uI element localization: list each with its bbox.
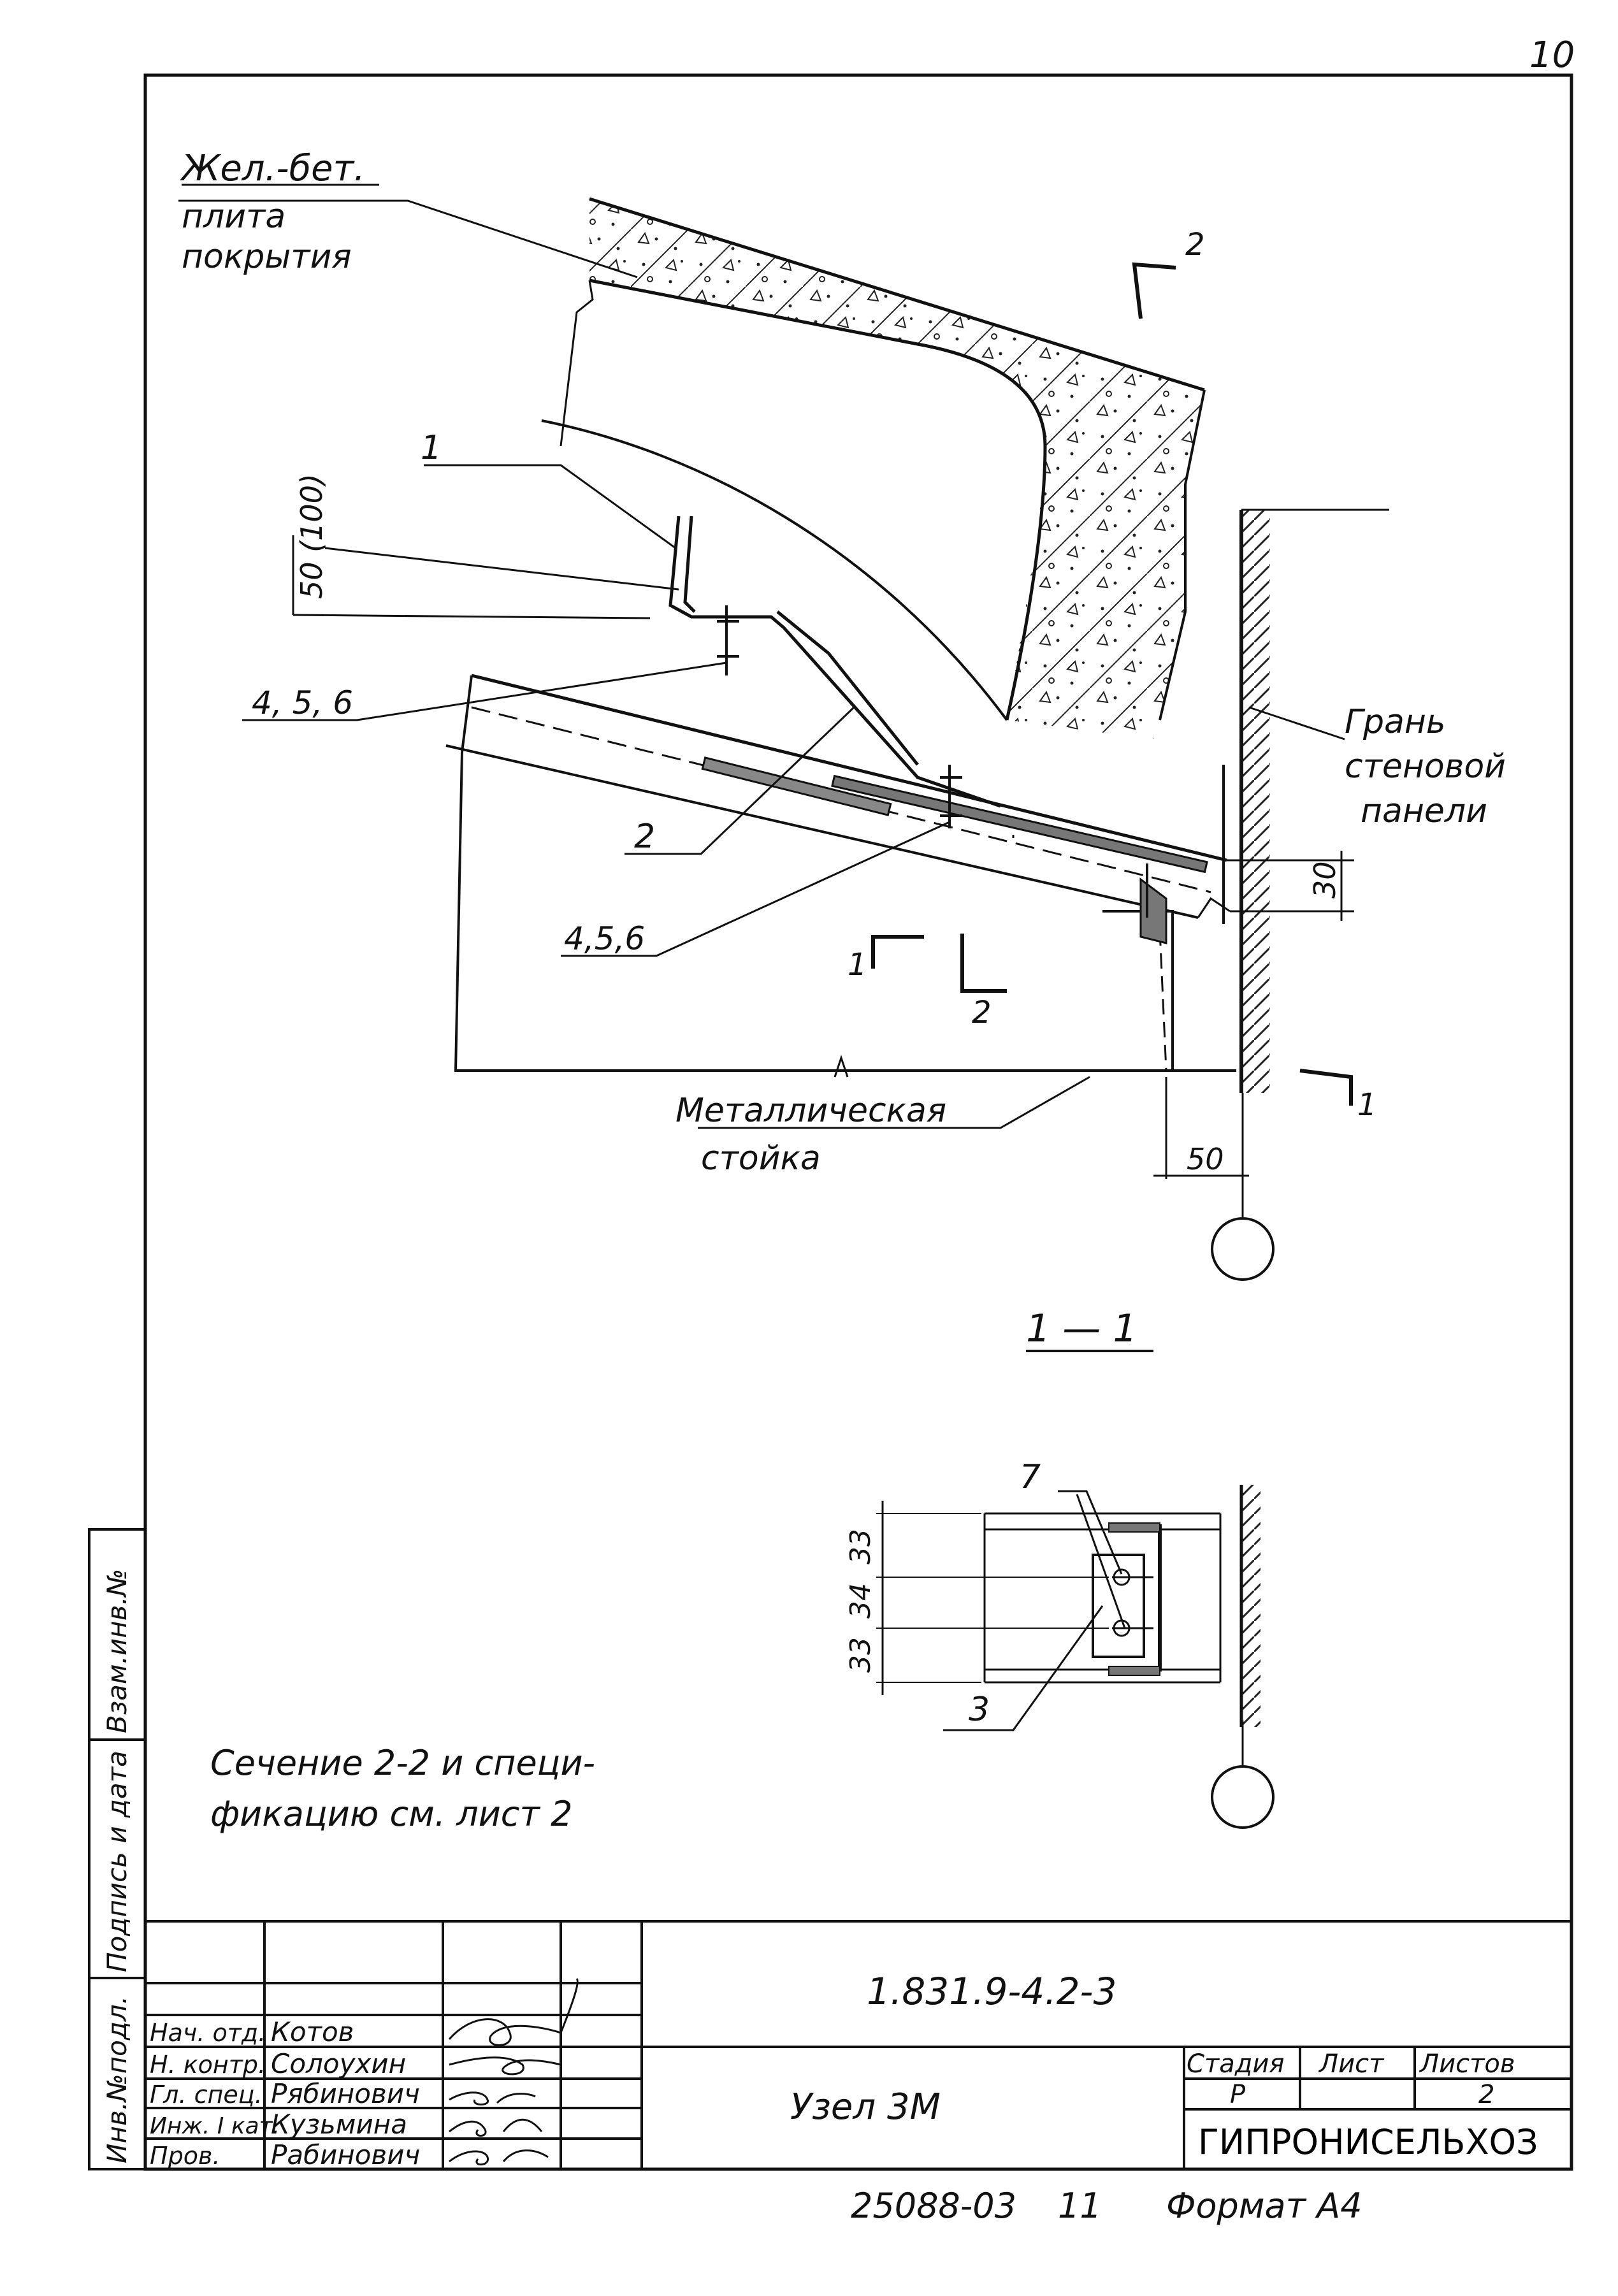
- title-block-text: 1.831.9-4.2-3 Узел 3М Стадия Лист Листов…: [150, 1970, 1538, 2226]
- dimension-34-label: 34: [844, 1583, 877, 1619]
- side-stamp-inventory: Инв.№подл.: [101, 1996, 133, 2163]
- slab-label-line3: покрытия: [182, 238, 352, 276]
- dimension-50-axis: [1153, 1077, 1275, 1829]
- sheets-header: Листов: [1419, 2049, 1515, 2079]
- copy-number: 11: [1058, 2186, 1102, 2226]
- fasteners: [717, 605, 1148, 918]
- section-1-1-drawing: [876, 1350, 1260, 1731]
- role-4: Пров.: [150, 2142, 220, 2170]
- role-3: Инж. I кат.: [150, 2113, 280, 2139]
- dimension-50-label: 50: [1187, 1142, 1224, 1176]
- position-2-label: 2: [634, 818, 655, 856]
- post-label-line1: Металлическая: [675, 1092, 946, 1130]
- sheets-value: 2: [1478, 2080, 1494, 2109]
- wall-label-line3: панели: [1361, 792, 1487, 830]
- cut-2-mid-label: 2: [972, 995, 992, 1030]
- cut-markers: [871, 262, 1353, 1106]
- name-0: Котов: [271, 2016, 354, 2047]
- position-456-label-b: 4,5,6: [564, 920, 645, 957]
- concrete-slab: [541, 197, 1206, 739]
- order-number: 25088-03: [851, 2186, 1016, 2226]
- dimension-30: [1227, 851, 1354, 921]
- wall-label-line2: стеновой: [1345, 747, 1506, 786]
- sheet-header: Лист: [1318, 2049, 1385, 2079]
- dimension-50-100-label: 50 (100): [294, 473, 329, 599]
- position-456-label-a: 4, 5, 6: [252, 684, 353, 721]
- position-1-label: 1: [421, 429, 442, 467]
- role-2: Гл. спец.: [150, 2081, 263, 2109]
- name-4: Рабинович: [271, 2139, 420, 2170]
- stage-header: Стадия: [1187, 2049, 1284, 2079]
- document-code: 1.831.9-4.2-3: [867, 1970, 1116, 2013]
- side-stamp-grid: [88, 1528, 147, 2170]
- cut-1-mid-label: 1: [848, 947, 867, 983]
- slab-label-line2: плита: [182, 198, 285, 236]
- side-stamp-text: Инв.№подл. Подпись и дата Взам.инв.№: [101, 1569, 133, 2163]
- note-line2: фикацию см. лист 2: [210, 1794, 572, 1834]
- cut-2-top-label: 2: [1185, 227, 1205, 263]
- role-0: Нач. отд.: [150, 2019, 266, 2047]
- leader-lines: [178, 184, 1345, 1129]
- side-stamp-replacement: Взам.инв.№: [101, 1569, 133, 1733]
- position-7-label: 7: [1020, 1458, 1041, 1496]
- organization-name: ГИПРОНИСЕЛЬХОЗ: [1198, 2122, 1538, 2162]
- cut-1-right-label: 1: [1357, 1087, 1377, 1123]
- side-stamp-signature-date: Подпись и дата: [101, 1751, 133, 1972]
- dimension-50-100: [292, 535, 679, 619]
- section-title: 1 — 1: [1026, 1306, 1138, 1351]
- wall-panel: [1239, 509, 1389, 1093]
- position-3-label: 3: [969, 1691, 990, 1729]
- signatures: [448, 1977, 579, 2166]
- role-1: Н. контр.: [150, 2051, 266, 2079]
- format-label: Формат А4: [1166, 2186, 1362, 2226]
- slab-label-line1: Жел.-бет.: [180, 148, 365, 189]
- stage-value: Р: [1230, 2080, 1246, 2109]
- drawing-title: Узел 3М: [790, 2086, 941, 2128]
- post-label-line2: стойка: [701, 1139, 821, 1178]
- wall-label-line1: Грань: [1345, 703, 1446, 741]
- name-2: Рябинович: [271, 2078, 420, 2109]
- dimension-33-top-label: 33: [844, 1529, 877, 1564]
- metal-flashing: [668, 516, 1208, 944]
- dimension-30-label: 30: [1308, 861, 1342, 899]
- drawing-labels: 10 Жел.-бет. плита покрытия Грань стенов…: [180, 34, 1575, 1834]
- note-line1: Сечение 2-2 и специ-: [210, 1743, 595, 1783]
- title-block-grid: [145, 1920, 1571, 2169]
- sheet-frame: [143, 73, 1573, 2171]
- name-3: Кузьмина: [271, 2109, 407, 2140]
- name-1: Солоухин: [271, 2048, 406, 2079]
- dimension-33-bottom-label: 33: [844, 1637, 877, 1673]
- page-number: 10: [1529, 34, 1575, 76]
- roof-structure: [445, 674, 1236, 1078]
